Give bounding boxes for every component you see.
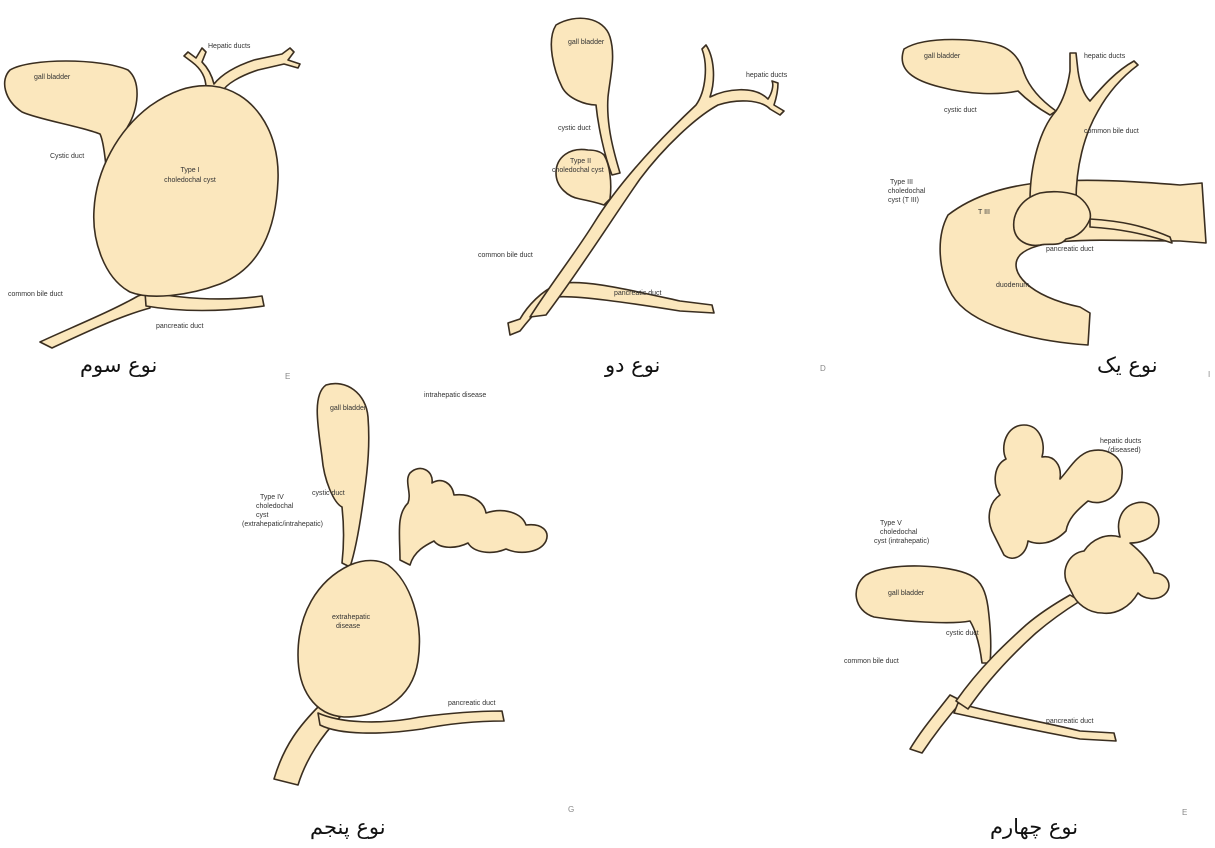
label-hepatic-ducts: Hepatic ducts <box>208 43 251 50</box>
label-common-bile-duct: common bile duct <box>1084 128 1139 135</box>
gall-bladder-shape <box>902 40 1056 116</box>
label-hepatic-ducts: hepatic ducts <box>1084 53 1126 60</box>
label-gall-bladder: gall bladder <box>888 590 925 597</box>
label-type: Type II <box>570 158 591 165</box>
label-common-bile-duct: common bile duct <box>844 658 899 665</box>
label-pancreatic-duct: pancreatic duct <box>1046 246 1094 253</box>
label-gall-bladder: gall bladder <box>924 53 961 60</box>
type-v-illustration: hepatic ducts (diseased) Type V choledoc… <box>840 395 1180 795</box>
label-common-bile-duct: common bile duct <box>8 291 63 298</box>
label-gall-bladder: gall bladder <box>330 405 367 412</box>
diagram-type-ii: gall bladder hepatic ducts cystic duct T… <box>470 5 810 350</box>
label-duodenum: duodenum <box>996 282 1029 289</box>
label-cyst-2: cyst <box>256 512 269 519</box>
label-hepatic-2: (diseased) <box>1108 447 1141 454</box>
label-pancreatic-duct: pancreatic duct <box>1046 718 1094 725</box>
label-cyst-3: (extrahepatic/intrahepatic) <box>242 521 323 528</box>
label-pancreatic-duct: pancreatic duct <box>448 700 496 707</box>
label-type: Type V <box>880 520 902 527</box>
extrahepatic-cyst-shape <box>298 561 419 718</box>
label-cyst: choledochal cyst <box>164 177 216 184</box>
label-hepatic-ducts: hepatic ducts <box>746 72 788 79</box>
label-extrahepatic-2: disease <box>336 623 360 630</box>
label-cyst-1: choledochal <box>256 503 294 510</box>
gall-bladder-shape <box>856 566 991 663</box>
label-extrahepatic-1: extrahepatic <box>332 614 371 621</box>
label-gall-bladder: gall bladder <box>34 74 71 81</box>
label-cyst-2: cyst (intrahepatic) <box>874 538 929 545</box>
caption-type-5: نوع پنجم <box>310 815 386 839</box>
common-bile-duct-shape <box>40 292 150 348</box>
label-type: Type III <box>890 179 913 186</box>
diagram-type-v: hepatic ducts (diseased) Type V choledoc… <box>840 395 1180 795</box>
diagram-type-iv: gall bladder intrahepatic disease Type I… <box>240 385 560 785</box>
figure-mark: G <box>568 805 574 814</box>
hepatic-cysts-right-shape <box>1065 502 1169 613</box>
figure-mark: E <box>285 372 290 381</box>
label-cystic-duct: cystic duct <box>558 125 591 132</box>
caption-type-1: نوع یک <box>1097 353 1158 377</box>
type-i-illustration: Hepatic ducts gall bladder Cystic duct T… <box>0 30 330 350</box>
figure-mark: E <box>1182 808 1187 817</box>
figure-mark: I <box>1208 370 1210 379</box>
caption-type-3: نوع سوم <box>80 353 157 377</box>
label-cystic-duct: cystic duct <box>946 630 979 637</box>
label-gall-bladder: gall bladder <box>568 39 605 46</box>
common-bile-duct-shape <box>910 695 962 753</box>
label-cyst-1: choledochal <box>880 529 918 536</box>
label-cyst-2: cyst (T III) <box>888 197 919 204</box>
label-common-bile-duct: common bile duct <box>478 252 533 259</box>
caption-type-2: نوع دو <box>605 353 660 377</box>
label-t-iii: T III <box>978 209 990 216</box>
label-type: Type I <box>180 167 199 174</box>
label-hepatic-1: hepatic ducts <box>1100 438 1142 445</box>
label-cystic-duct: cystic duct <box>312 490 345 497</box>
label-pancreatic-duct: pancreatic duct <box>156 323 204 330</box>
label-cystic-duct: cystic duct <box>944 107 977 114</box>
label-type: Type IV <box>260 494 284 501</box>
intrahepatic-cysts-shape <box>399 468 547 565</box>
caption-type-4: نوع چهارم <box>990 815 1078 839</box>
diagram-type-i: Hepatic ducts gall bladder Cystic duct T… <box>0 30 330 350</box>
type-ii-illustration: gall bladder hepatic ducts cystic duct T… <box>470 5 810 350</box>
type-iii-illustration: gall bladder hepatic ducts cystic duct c… <box>880 15 1210 350</box>
label-cyst-1: choledochal <box>888 188 926 195</box>
label-intrahepatic-disease: intrahepatic disease <box>424 392 486 399</box>
figure-mark: D <box>820 364 826 373</box>
diagram-type-iii: gall bladder hepatic ducts cystic duct c… <box>880 15 1210 350</box>
label-cyst: choledochal cyst <box>552 167 604 174</box>
label-pancreatic-duct: pancreatic duct <box>614 290 662 297</box>
hepatic-ducts-shape <box>1030 53 1138 201</box>
label-cystic-duct: Cystic duct <box>50 153 84 160</box>
type-iv-illustration: gall bladder intrahepatic disease Type I… <box>240 385 560 785</box>
